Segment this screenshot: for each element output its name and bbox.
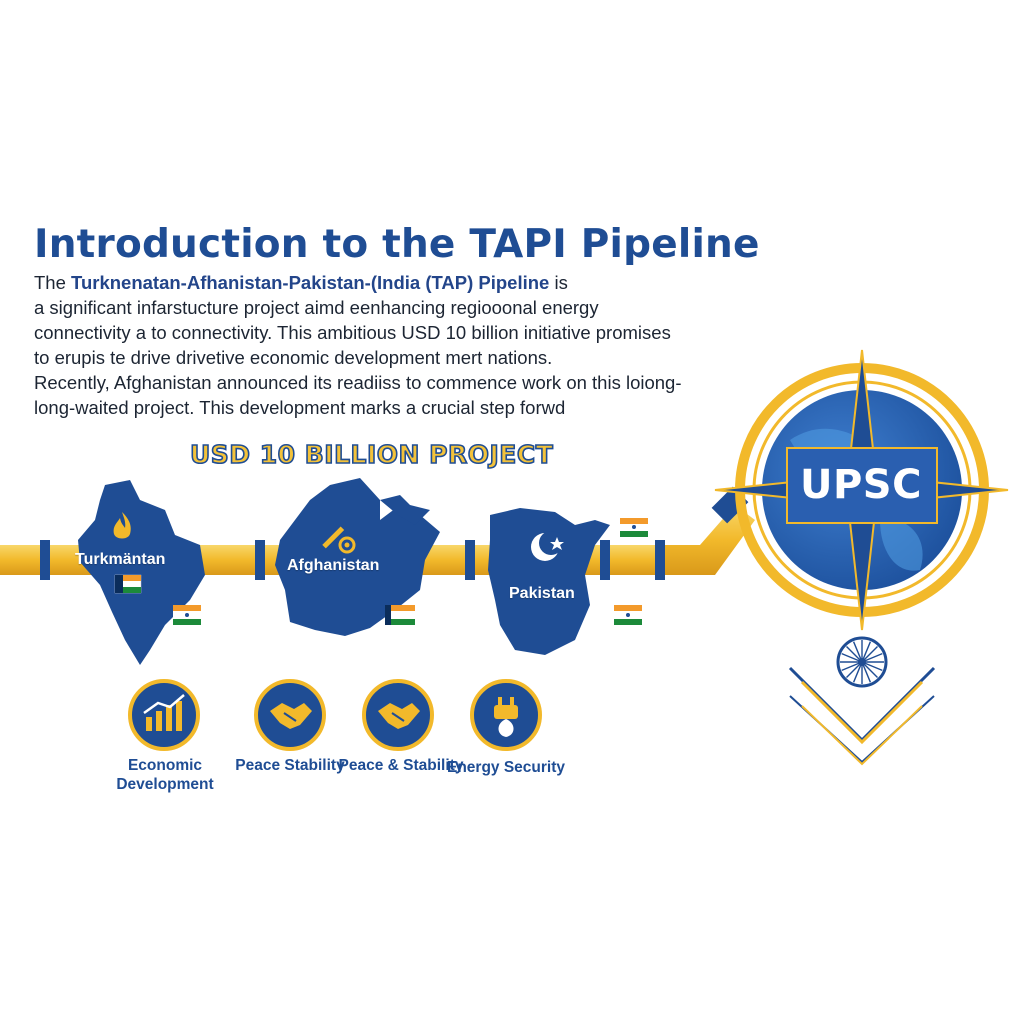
benefit-label-economic: Economic Development	[116, 757, 214, 793]
benefit-energy-icon	[470, 679, 542, 751]
intro-line-2: a significant infarstucture project aimd…	[34, 297, 599, 318]
flame-icon	[113, 512, 131, 539]
upsc-badge-text: UPSC	[800, 462, 922, 508]
benefit-label-energy: Energy Security	[446, 759, 566, 776]
country-label-afghanistan: Afghanistan	[287, 557, 380, 574]
intro-line-6: long-waited project. This development ma…	[34, 397, 566, 418]
page-title: Introduction to the TAPI Pipeline	[34, 222, 760, 267]
map-turkmenistan	[78, 480, 205, 665]
benefit-peace-icon	[254, 679, 326, 751]
benefit-label-peace: Peace Stability	[235, 757, 345, 774]
map-pakistan	[488, 508, 610, 655]
crescent-star-icon	[531, 531, 564, 561]
intro-line-3: connectivity a to connectivity. This amb…	[34, 322, 671, 343]
flag-icon	[173, 605, 201, 625]
benefit-label-peace-stability: Peace & Stability	[338, 757, 464, 774]
project-value-banner: USD 10 BILLION PROJECT	[189, 439, 554, 470]
handshake-icon	[378, 703, 420, 729]
intro-line-5: Recently, Afghanistan announced its read…	[34, 372, 682, 393]
plug-leaf-icon	[494, 697, 518, 737]
country-label-turkmenistan: Turkmäntan	[75, 551, 166, 568]
flag-icon	[385, 605, 415, 625]
growth-chart-icon	[143, 694, 185, 731]
country-label-pakistan: Pakistan	[509, 585, 575, 602]
intro-paragraph: The Turknenatan-Afhanistan-Pakistan-(Ind…	[34, 270, 694, 420]
handshake-icon	[270, 703, 312, 729]
flag-icon	[114, 574, 142, 594]
flag-icon	[620, 518, 648, 537]
intro-line-1-suffix: is	[549, 272, 568, 293]
benefit-peace-stability-icon	[362, 679, 434, 751]
flag-icon	[614, 605, 642, 625]
intro-line-1-prefix: The	[34, 272, 72, 293]
chevron-emblem	[788, 666, 936, 766]
globe-emblem	[714, 349, 1009, 631]
intro-line-4: to erupis te drive drivetive economic de…	[34, 347, 553, 368]
tools-icon	[322, 526, 356, 554]
benefit-economic-icon	[128, 679, 200, 751]
chakra-icon	[836, 636, 888, 688]
map-afghanistan	[275, 478, 440, 636]
pipeline-name: Turknenatan-Afhanistan-Pakistan-(India (…	[71, 272, 550, 293]
intro-line-1: The Turknenatan-Afhanistan-Pakistan-(Ind…	[34, 270, 694, 295]
